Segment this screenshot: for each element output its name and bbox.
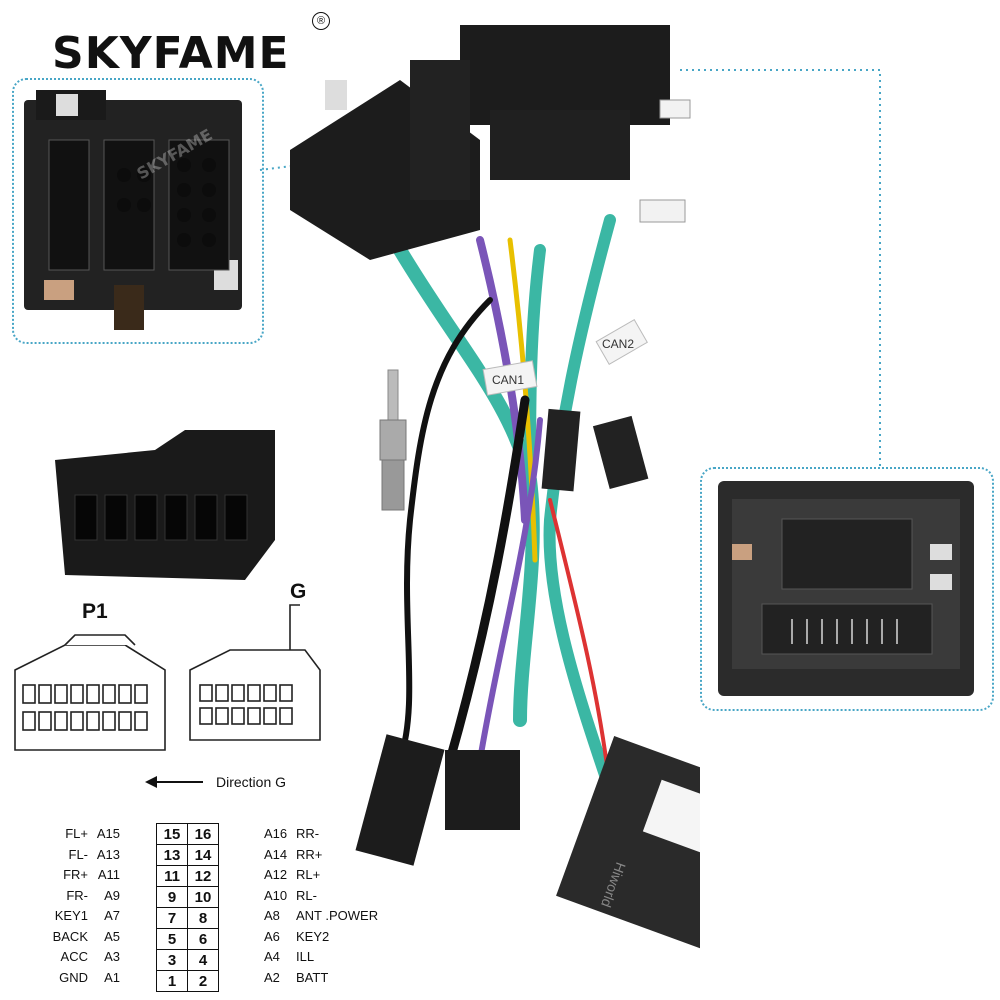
pin-function-right: ANT .POWER	[296, 908, 379, 923]
pin-function-left: ACC	[60, 949, 88, 964]
pin-number-right: 4	[187, 949, 219, 971]
pin-function-right: ILL	[296, 949, 315, 964]
pin-function-right: KEY2	[296, 928, 330, 944]
pin-code-left: A13	[96, 846, 120, 862]
pin-function-right: BATT	[296, 969, 329, 985]
pin-function-right: RR-	[296, 826, 320, 841]
pin-number-right: 12	[187, 865, 219, 887]
pin-function-right: RR+	[296, 846, 323, 862]
antenna-adapter-photo	[379, 369, 407, 511]
pin-code-right: A2	[264, 969, 280, 985]
registered-mark: ®	[312, 12, 330, 30]
pin-code-left: A3	[104, 949, 120, 964]
pin-code-left: A5	[104, 928, 120, 944]
pin-code-right: A16	[264, 826, 288, 841]
pin-function-left: BACK	[52, 928, 88, 944]
pin-code-right: A10	[264, 887, 288, 903]
connector-photo-panel-left: SKYFAME	[12, 78, 264, 344]
pin-code-left: A9	[104, 887, 120, 903]
pin-code-right: A6	[264, 928, 280, 944]
pin-number-right: 8	[187, 907, 219, 929]
pin-number-left: 7	[156, 907, 188, 929]
pin-code-left: A11	[97, 867, 120, 882]
pin-number-right: 14	[187, 844, 219, 866]
pin-number-right: 10	[187, 886, 219, 908]
pin-code-left: A7	[104, 908, 120, 923]
connector-photo-panel-right	[700, 467, 994, 711]
female-connector-photo: SKYFAME	[24, 90, 242, 330]
pin-function-right: RL-	[296, 887, 317, 903]
pin-number-left: 15	[156, 823, 188, 845]
pin-number-left: 1	[156, 970, 188, 992]
pin-function-left: FL-	[68, 846, 89, 862]
pin-number-left: 3	[156, 949, 188, 971]
pin-function-left: FR+	[63, 867, 88, 882]
p1-label: P1	[82, 600, 108, 623]
g-label: G	[290, 580, 307, 603]
male-connector-photo	[718, 481, 974, 696]
arrow-left-icon	[145, 776, 203, 788]
pin-number-left: 5	[156, 928, 188, 950]
pin-number-right: 2	[187, 970, 219, 992]
pin-number-right: 16	[187, 823, 219, 845]
direction-label: Direction G	[216, 774, 287, 790]
brand-logo: SKYFAME	[52, 28, 290, 79]
tag-can2: CAN2	[602, 337, 634, 351]
pin-code-right: A14	[264, 846, 288, 862]
pin-code-right: A4	[264, 949, 280, 964]
pin-number-left: 13	[156, 844, 188, 866]
pin-number-left: 11	[156, 865, 188, 887]
pin-code-right: A8	[264, 908, 280, 923]
tag-can1: CAN1	[492, 373, 524, 387]
pin-number-right: 6	[187, 928, 219, 950]
pin-function-left: FL+	[65, 826, 88, 841]
wiring-harness-photo: CAN1 CAN2 Hiworld	[290, 25, 700, 954]
pin-function-right: RL+	[296, 867, 321, 882]
pin-function-left: KEY1	[54, 908, 88, 923]
pin-code-left: A1	[104, 969, 120, 985]
pin-function-left: GND	[59, 969, 88, 985]
connector-line-drawings	[14, 604, 321, 751]
p1-connector-photo	[55, 430, 275, 580]
pin-code-left: A15	[96, 826, 120, 841]
pin-number-left: 9	[156, 886, 188, 908]
pin-code-right: A12	[264, 867, 288, 882]
pin-function-left: FR-	[66, 887, 88, 903]
